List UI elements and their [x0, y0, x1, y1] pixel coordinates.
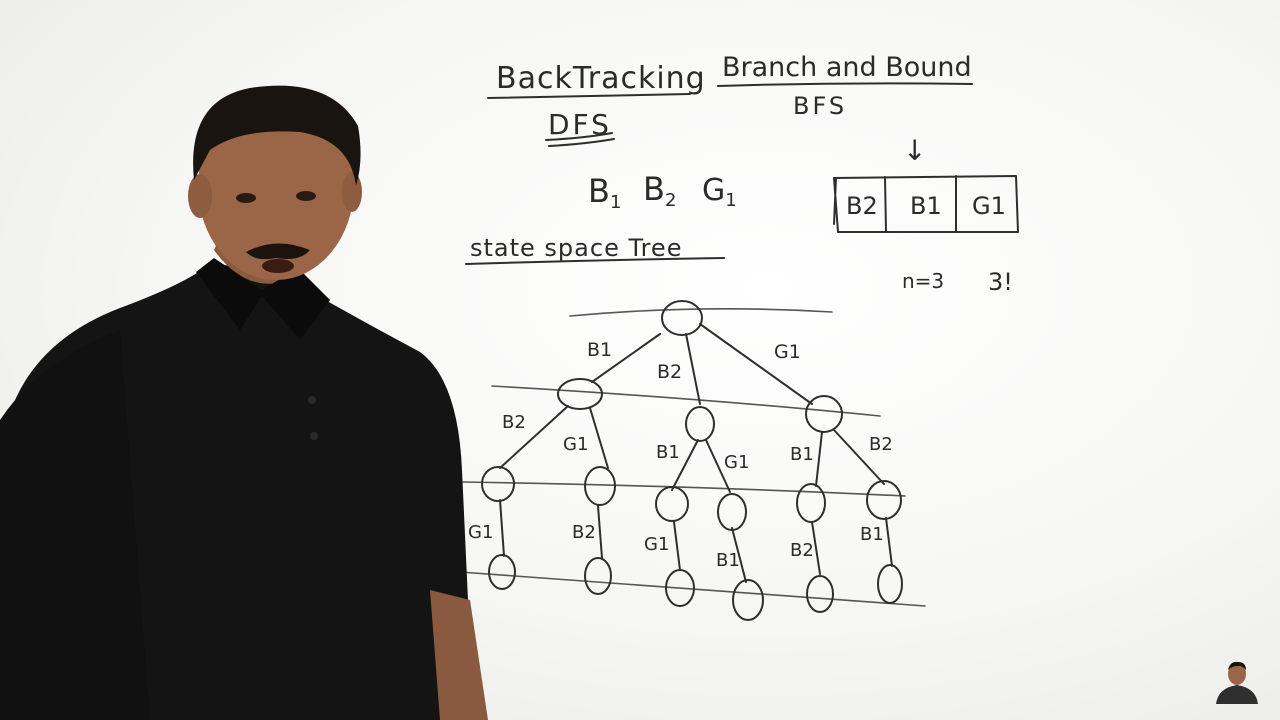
edge-label: B2 — [790, 540, 814, 561]
edge-label: B2 — [502, 412, 526, 433]
eye — [236, 193, 256, 203]
edge-label: G1 — [644, 534, 669, 555]
down-arrow-icon: ↓ — [903, 134, 926, 167]
edge-label: G1 — [774, 341, 801, 363]
factorial-label: 3! — [988, 268, 1013, 296]
heading-dfs: DFS — [548, 108, 612, 141]
moustache — [246, 243, 310, 260]
left-arm — [0, 330, 150, 720]
queue-cell-1: B2 — [846, 192, 878, 220]
collar — [196, 258, 330, 340]
shirt-button — [308, 396, 316, 404]
right-arm — [430, 590, 488, 720]
tree-title: state space Tree — [470, 234, 682, 262]
svg-text:B1: B1 — [588, 172, 621, 213]
sequence-items: B1 B2 G1 — [588, 170, 737, 213]
ear — [342, 172, 362, 212]
edge-label: B1 — [587, 339, 612, 361]
edge-label: G1 — [724, 452, 749, 473]
hair — [193, 85, 361, 186]
mouth — [262, 259, 294, 273]
presenter — [0, 85, 488, 720]
heading-backtracking: BackTracking — [496, 61, 706, 96]
edge-label: G1 — [468, 522, 493, 543]
queue: B2 B1 G1 — [833, 175, 1019, 233]
state-space-tree: B1 B2 G1 B2 G1 B1 G1 B1 B2 G1 B2 G1 B1 B… — [459, 300, 926, 621]
edge-label: B1 — [656, 442, 680, 463]
edge-label: B2 — [869, 434, 893, 455]
queue-cell-2: B1 — [910, 192, 942, 220]
channel-watermark-avatar — [1216, 661, 1258, 704]
edge-label: B2 — [657, 361, 682, 383]
heading-branch-and-bound: Branch and Bound — [722, 52, 972, 83]
shirt-button — [310, 432, 318, 440]
face — [198, 92, 354, 280]
edge-label: B1 — [790, 444, 814, 465]
heading-bfs: BFS — [793, 92, 847, 120]
queue-cell-3: G1 — [972, 192, 1006, 220]
edge-label: B2 — [572, 522, 596, 543]
edge-label: B1 — [716, 550, 740, 571]
svg-text:B2: B2 — [643, 170, 676, 211]
edge-label: B1 — [860, 524, 884, 545]
n-label: n=3 — [902, 269, 944, 293]
edge-label: G1 — [563, 434, 588, 455]
eye — [296, 191, 316, 201]
ear — [188, 174, 212, 218]
svg-text:G1: G1 — [702, 173, 737, 211]
